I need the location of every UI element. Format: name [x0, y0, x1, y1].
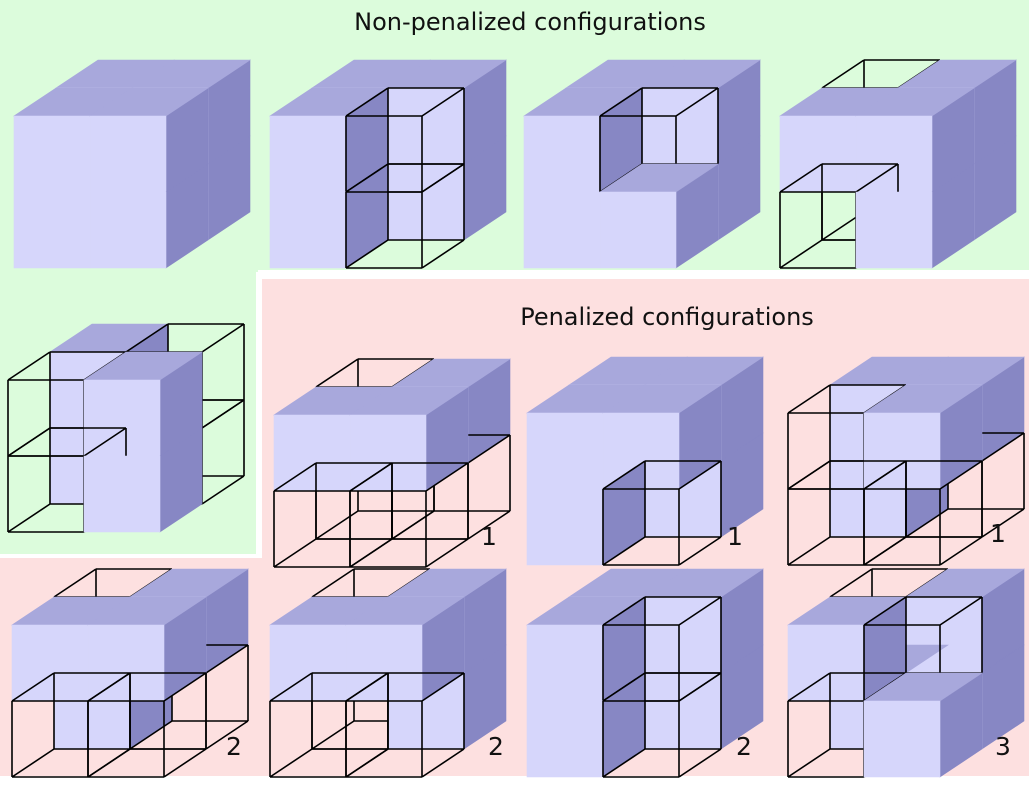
- cube-front-face-1-0-0: [87, 624, 165, 702]
- cube-front-face-0-0-0: [526, 624, 604, 702]
- cube-diagram-8: [787, 356, 1025, 566]
- cube-front-face-1-0-0: [349, 414, 427, 492]
- empty-cell-wireframe-1-1-0: [602, 460, 722, 566]
- cube-front-face-1-0-0: [345, 624, 423, 702]
- cube-front-face-1-0-0: [863, 412, 941, 490]
- cube-diagram-10: [269, 568, 507, 778]
- cube-front-face-0-0-0: [787, 624, 865, 702]
- configuration-2: [268, 58, 510, 276]
- configuration-5: [6, 322, 248, 540]
- cube-front-face-0-0-0: [13, 115, 91, 193]
- cube-front-face-0-1-0: [269, 191, 347, 269]
- cube-front-face-0-1-0: [526, 488, 604, 566]
- cube-front-face-0-0-0: [269, 624, 347, 702]
- cube-front-face-0-1-0: [523, 191, 601, 269]
- cube-front-face-1-1-0: [599, 191, 677, 269]
- cube-diagram-7: [526, 356, 764, 566]
- cube-front-face-1-1-1: [387, 163, 465, 241]
- configuration-10: [268, 567, 510, 785]
- cube-diagram-9: [11, 568, 249, 778]
- cube-front-face-1-1-0: [855, 191, 933, 269]
- cube-diagram-1: [13, 59, 251, 269]
- cube-front-face-0-0-0: [523, 115, 601, 193]
- configuration-7: [525, 355, 767, 573]
- cube-diagram-4: [779, 59, 1017, 269]
- configuration-9: [10, 567, 252, 785]
- penalty-count-8: 1: [990, 519, 1006, 548]
- empty-cell-wireframe-1-1-0: [863, 460, 983, 566]
- cube-front-face-1-1-0: [863, 700, 941, 778]
- configuration-1: [12, 58, 254, 276]
- empty-cell-wireframe-1-1-0: [345, 163, 465, 269]
- cube-front-face-0-1-0: [13, 191, 91, 269]
- cube-front-face-1-0-1: [387, 87, 465, 165]
- cube-diagram-2: [269, 59, 507, 269]
- configuration-8: [786, 355, 1028, 573]
- cube-front-face-0-0-0: [269, 115, 347, 193]
- penalized-title: Penalized configurations: [520, 303, 814, 331]
- cube-diagram-6: [273, 358, 511, 568]
- cube-front-face-1-1-0: [89, 191, 167, 269]
- cube-front-face-1-1-1: [644, 672, 722, 750]
- configuration-6: [272, 357, 514, 575]
- non-penalized-title: Non-penalized configurations: [354, 8, 706, 36]
- penalty-count-6: 1: [481, 522, 497, 551]
- zone-divider-line: [0, 270, 1029, 558]
- cube-diagram-3: [523, 59, 761, 269]
- cube-diagram-12: [787, 568, 1025, 778]
- cube-front-face-1-0-1: [644, 596, 722, 674]
- penalty-count-11: 2: [736, 732, 752, 761]
- configuration-3: [522, 58, 764, 276]
- cube-diagram-5: [7, 323, 245, 533]
- cube-front-face-1-1-0: [83, 455, 161, 533]
- penalty-count-7: 1: [727, 522, 743, 551]
- cube-front-face-1-0-1: [641, 87, 719, 165]
- cube-front-face-0-0-0: [526, 412, 604, 490]
- configuration-4: [778, 58, 1020, 276]
- configuration-11: [525, 567, 767, 785]
- configuration-12: [786, 567, 1028, 785]
- cube-front-face-0-0-0: [779, 115, 857, 193]
- cube-front-face-1-0-0: [89, 115, 167, 193]
- penalty-count-12: 3: [995, 732, 1011, 761]
- penalty-count-9: 2: [226, 732, 242, 761]
- penalty-count-10: 2: [488, 732, 504, 761]
- cube-front-face-0-1-0: [526, 700, 604, 778]
- penalized-zone: [0, 279, 1029, 776]
- cube-front-face-0-0-0: [273, 414, 351, 492]
- cube-front-face-1-0-0: [855, 115, 933, 193]
- cube-front-face-0-0-0: [11, 624, 89, 702]
- cube-front-face-1-0-0: [83, 379, 161, 457]
- cube-diagram-11: [526, 568, 764, 778]
- empty-cell-wireframe-1-1-0: [349, 462, 469, 568]
